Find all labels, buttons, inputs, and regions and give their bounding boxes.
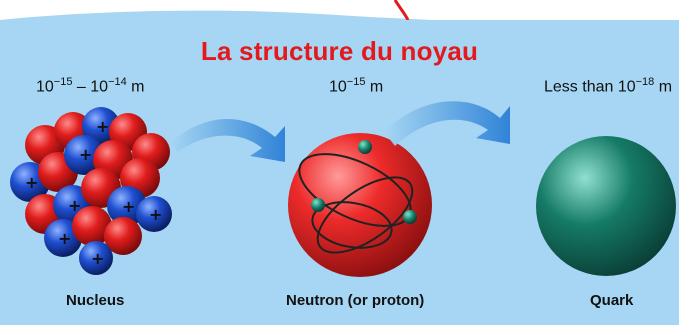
neutron-scale-label: 10−15 m bbox=[329, 76, 384, 96]
plus-icons: + + + + + + + + bbox=[25, 117, 162, 268]
quark-scale-label: Less than 10−18 m bbox=[544, 76, 673, 96]
nucleus-cluster bbox=[10, 107, 172, 275]
plus-icon: + bbox=[25, 173, 38, 192]
plus-icon: + bbox=[96, 117, 109, 136]
plus-icon: + bbox=[91, 249, 104, 268]
neutron-particle bbox=[79, 241, 113, 275]
quark-dot bbox=[358, 140, 372, 154]
plus-icon: + bbox=[68, 196, 81, 215]
proton-particle bbox=[72, 206, 112, 246]
quark-sphere bbox=[536, 136, 676, 276]
nucleus-scale-label: 10−15 – 10−14 m bbox=[36, 76, 145, 96]
plus-icon: + bbox=[149, 205, 162, 224]
arrow-neutron-to-quark bbox=[384, 101, 510, 146]
proton-particle bbox=[104, 217, 142, 255]
quark-dot bbox=[311, 198, 325, 212]
caption-nucleus: Nucleus bbox=[66, 292, 125, 309]
caption-quark: Quark bbox=[590, 292, 634, 309]
caption-neutron: Neutron (or proton) bbox=[286, 292, 425, 309]
neutron-particle bbox=[136, 196, 172, 232]
neutron-sphere bbox=[288, 133, 432, 277]
arrow-nucleus-to-neutron bbox=[170, 118, 285, 162]
plus-icon: + bbox=[122, 197, 135, 216]
slide-title: La structure du noyau bbox=[200, 36, 479, 66]
plus-icon: + bbox=[79, 145, 92, 164]
quark-dot bbox=[403, 210, 417, 224]
plus-icon: + bbox=[58, 229, 71, 248]
